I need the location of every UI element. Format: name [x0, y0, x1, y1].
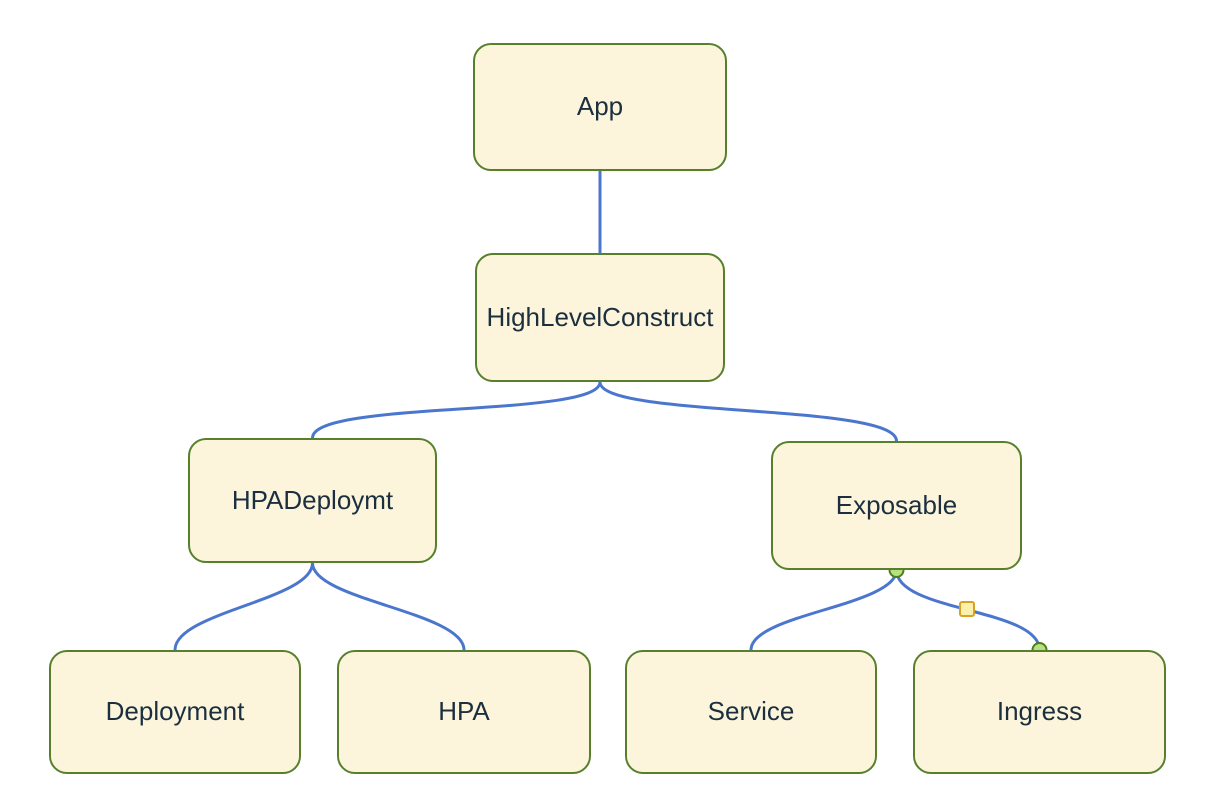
node-hpa-deploymt[interactable]: HPADeploymt: [188, 438, 437, 563]
edge-highlevelconstruct-exposable[interactable]: [598, 380, 898, 443]
node-hpa[interactable]: HPA: [337, 650, 591, 774]
node-ingress-label: Ingress: [996, 696, 1083, 727]
node-high-level-construct-label: HighLevelConstruct: [486, 301, 714, 332]
node-ingress[interactable]: Ingress: [913, 650, 1166, 774]
edge-waypoint-handle[interactable]: [959, 601, 975, 617]
node-exposable-label: Exposable: [835, 489, 958, 520]
edge-hpadeploymt-hpa[interactable]: [311, 561, 466, 652]
node-high-level-construct[interactable]: HighLevelConstruct: [475, 253, 725, 382]
node-deployment[interactable]: Deployment: [49, 650, 301, 774]
edge-hpadeploymt-deployment[interactable]: [173, 561, 314, 652]
node-hpa-label: HPA: [438, 696, 490, 727]
node-exposable[interactable]: Exposable: [771, 441, 1022, 570]
edge-highlevelconstruct-hpadeploymt[interactable]: [311, 380, 602, 440]
node-app-label: App: [576, 91, 624, 122]
edge-exposable-service[interactable]: [749, 568, 898, 652]
node-deployment-label: Deployment: [105, 696, 245, 727]
node-app[interactable]: App: [473, 43, 727, 171]
node-service-label: Service: [707, 696, 795, 727]
node-service[interactable]: Service: [625, 650, 877, 774]
node-hpa-deploymt-label: HPADeploymt: [231, 484, 394, 515]
